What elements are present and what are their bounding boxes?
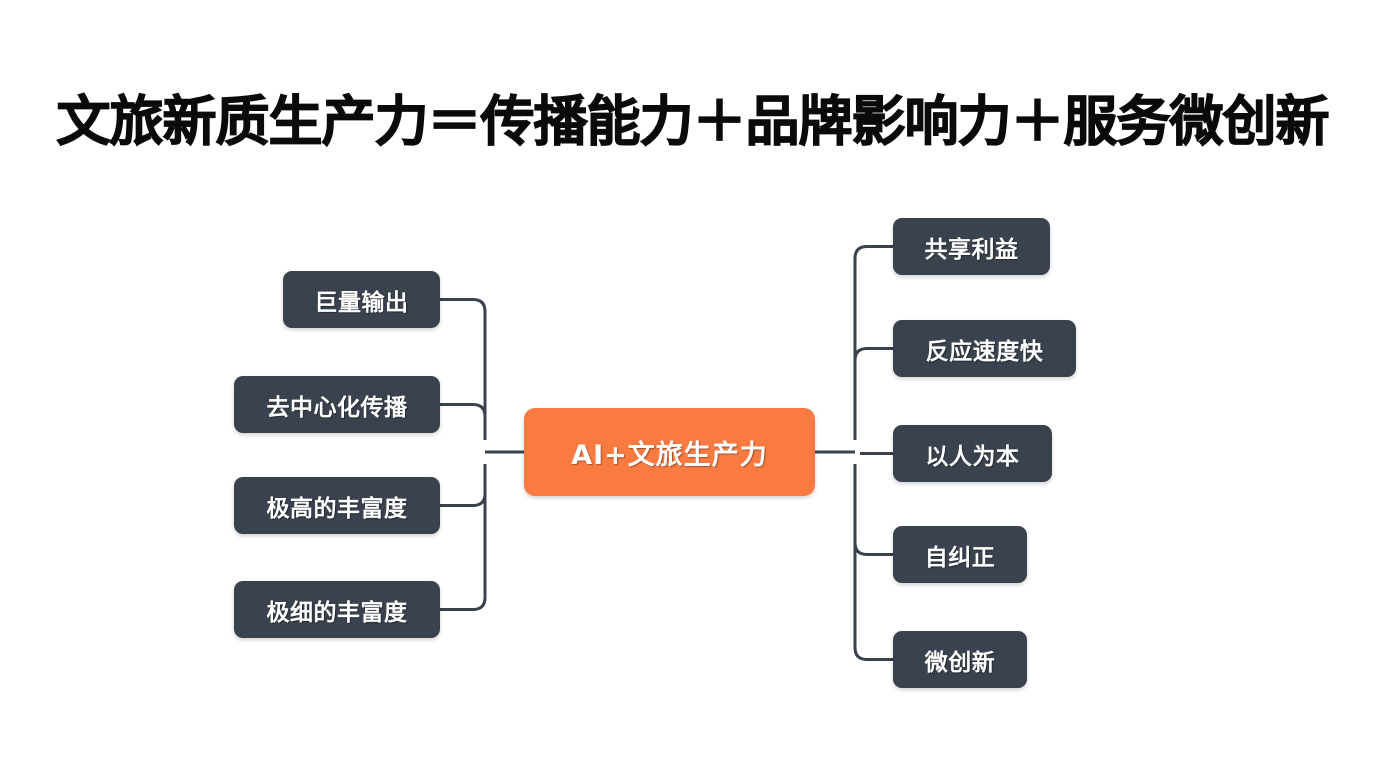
- mindmap-right-label-1: 共享利益: [924, 236, 1019, 263]
- mindmap-right-node-1[interactable]: 共享利益: [893, 218, 1050, 275]
- mindmap-root-label: AI+文旅生产力: [571, 439, 768, 471]
- connector-left-4: [440, 464, 487, 611]
- page-title: 文旅新质生产力＝传播能力＋品牌影响力＋服务微创新: [56, 89, 1330, 153]
- mindmap-left-label-2: 去中心化传播: [266, 394, 408, 421]
- mindmap-left-label-4: 极细的丰富度: [266, 599, 408, 626]
- mindmap-right-node-3[interactable]: 以人为本: [893, 425, 1052, 482]
- mindmap-right-node-2[interactable]: 反应速度快: [893, 320, 1076, 377]
- connector-right-4: [853, 464, 893, 556]
- mindmap-left-node-1[interactable]: 巨量输出: [283, 271, 440, 328]
- mindmap-right-label-5: 微创新: [924, 649, 996, 676]
- connector-right-5: [853, 540, 893, 661]
- mindmap-right-label-4: 自纠正: [924, 544, 996, 571]
- mindmap-right-node-5[interactable]: 微创新: [893, 631, 1027, 688]
- connector-left-2: [440, 403, 487, 417]
- mindmap-left-node-3[interactable]: 极高的丰富度: [234, 477, 440, 534]
- mindmap-right-label-3: 以人为本: [925, 443, 1020, 470]
- mindmap-root-node[interactable]: AI+文旅生产力: [524, 408, 815, 496]
- connector-right-2: [853, 347, 893, 361]
- mindmap-right-label-2: 反应速度快: [925, 338, 1044, 365]
- mindmap-left-node-4[interactable]: 极细的丰富度: [234, 581, 440, 638]
- mindmap-left-label-1: 巨量输出: [314, 289, 409, 316]
- connector-left-3: [440, 493, 487, 507]
- connector-left-1: [440, 298, 487, 440]
- connector-right-1: [853, 245, 893, 440]
- mindmap-left-node-2[interactable]: 去中心化传播: [234, 376, 440, 433]
- mindmap-right-node-4[interactable]: 自纠正: [893, 526, 1027, 583]
- mindmap-left-label-3: 极高的丰富度: [266, 495, 408, 522]
